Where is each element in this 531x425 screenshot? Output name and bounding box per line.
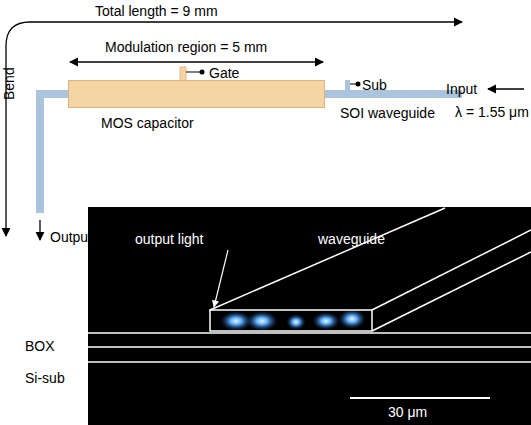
terminal-dot [356,82,361,87]
part-name: MOS capacitor [101,116,194,130]
annotation-label: λ = 1.55 μm [455,105,529,119]
light-spots [220,309,366,331]
annotation-label: output light [135,232,204,246]
annotation-label: 30 μm [388,405,427,419]
sub-tab [345,80,350,92]
annotation-label: Total length = 9 mm [95,4,218,18]
capacitor-box: MOS capacitor [68,80,325,108]
scale-bar [350,397,490,399]
annotation-label: BOX [25,339,55,353]
input-arrow [488,88,524,89]
annotation-label: Si-sub [25,371,65,385]
layer-lines [88,333,531,362]
annotation-label: waveguide [318,232,385,246]
output-arrow [39,220,40,240]
micrograph [88,207,531,425]
dimension-arrow [6,22,462,236]
annotation-label: Input [446,82,477,96]
annotation-label: Bend [2,67,16,100]
leader-arrow [214,250,228,307]
annotation-label: Gate [209,66,239,80]
gate-tab [180,67,186,81]
waveguide-outline [210,208,531,331]
terminal-dot [200,70,205,75]
annotation-label: Output [50,230,92,244]
annotation-label: Sub [362,78,387,92]
annotation-label: Modulation region = 5 mm [105,40,267,54]
dimension-arrow [70,61,323,62]
annotation-label: SOI waveguide [340,106,435,120]
waveguide-band [40,94,462,213]
